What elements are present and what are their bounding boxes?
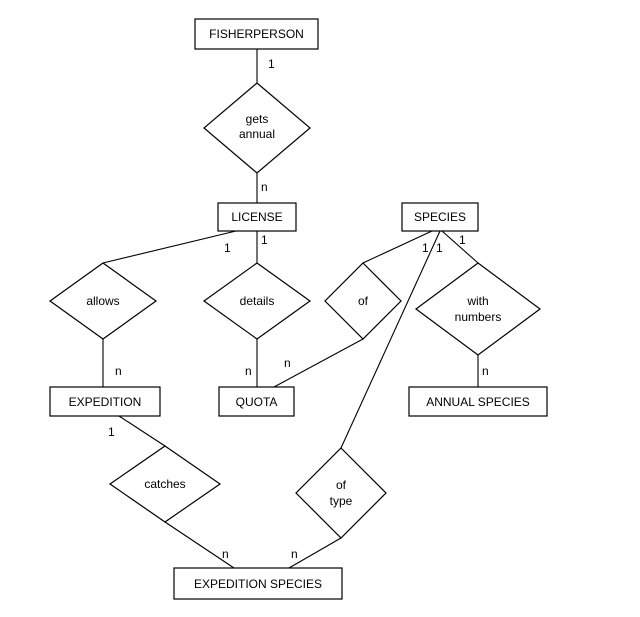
entity-annual-species: ANNUAL SPECIES — [408, 386, 548, 417]
card-annual-species-with: n — [482, 364, 489, 378]
card-quota-of: n — [284, 356, 291, 370]
entity-annual-species-label: ANNUAL SPECIES — [426, 395, 530, 409]
relationship-catches: catches — [108, 445, 222, 523]
entity-expedition-species: EXPEDITION SPECIES — [173, 567, 343, 600]
relationship-details: details — [202, 262, 312, 340]
card-species-with: 1 — [459, 233, 466, 247]
relationship-with-numbers-line1: with — [466, 294, 488, 308]
entity-expedition-label: EXPEDITION — [69, 395, 142, 409]
relationship-gets-annual: gets annual — [203, 82, 311, 174]
entity-license-label: LICENSE — [231, 210, 282, 224]
relationship-of-type-line2: type — [330, 494, 353, 508]
entity-quota-label: QUOTA — [236, 395, 278, 409]
card-exp-species-catches: n — [222, 547, 229, 561]
relationship-of-type-line1: of — [336, 478, 347, 492]
card-license-details: 1 — [261, 233, 268, 247]
card-license-gets: n — [261, 180, 268, 194]
line-species-with — [441, 230, 479, 264]
line-of-quota — [273, 338, 364, 388]
card-species-of: 1 — [422, 241, 429, 255]
line-expedition-catches — [118, 415, 166, 447]
entity-fisherperson-label: FISHERPERSON — [209, 27, 304, 41]
relationship-gets-annual-line1: gets — [246, 112, 269, 126]
entity-fisherperson: FISHERPERSON — [194, 18, 319, 50]
line-species-oftype — [340, 230, 441, 449]
relationship-catches-label: catches — [144, 477, 185, 491]
relationship-with-numbers: with numbers — [414, 262, 542, 356]
line-catches-expspecies — [164, 521, 235, 569]
entity-license: LICENSE — [217, 202, 297, 232]
line-license-allows — [102, 230, 237, 264]
cardinalities: 1 n 1 1 1 1 1 n n n n 1 n n — [108, 57, 489, 561]
entity-species: SPECIES — [401, 202, 479, 232]
entity-quota: QUOTA — [218, 386, 295, 417]
relationship-of-label: of — [358, 294, 369, 308]
card-expedition-catches: 1 — [108, 425, 115, 439]
relationship-of-type: of type — [295, 447, 387, 539]
card-expedition-allows: n — [115, 364, 122, 378]
card-quota-details: n — [245, 364, 252, 378]
line-species-of — [362, 230, 433, 264]
entity-species-label: SPECIES — [414, 210, 466, 224]
relationship-allows: allows — [48, 262, 158, 340]
line-oftype-expspecies — [288, 537, 342, 569]
card-species-of-type: 1 — [436, 241, 443, 255]
relationship-of: of — [324, 262, 402, 340]
card-fisherperson-gets: 1 — [268, 57, 275, 71]
card-exp-species-of-type: n — [291, 547, 298, 561]
relationship-with-numbers-line2: numbers — [455, 310, 502, 324]
entity-expedition-species-label: EXPEDITION SPECIES — [194, 577, 322, 591]
card-license-allows: 1 — [224, 241, 231, 255]
relationship-allows-label: allows — [86, 294, 119, 308]
relationship-gets-annual-line2: annual — [239, 127, 275, 141]
entity-expedition: EXPEDITION — [49, 386, 161, 417]
connectors — [102, 49, 479, 569]
relationship-details-label: details — [240, 294, 275, 308]
